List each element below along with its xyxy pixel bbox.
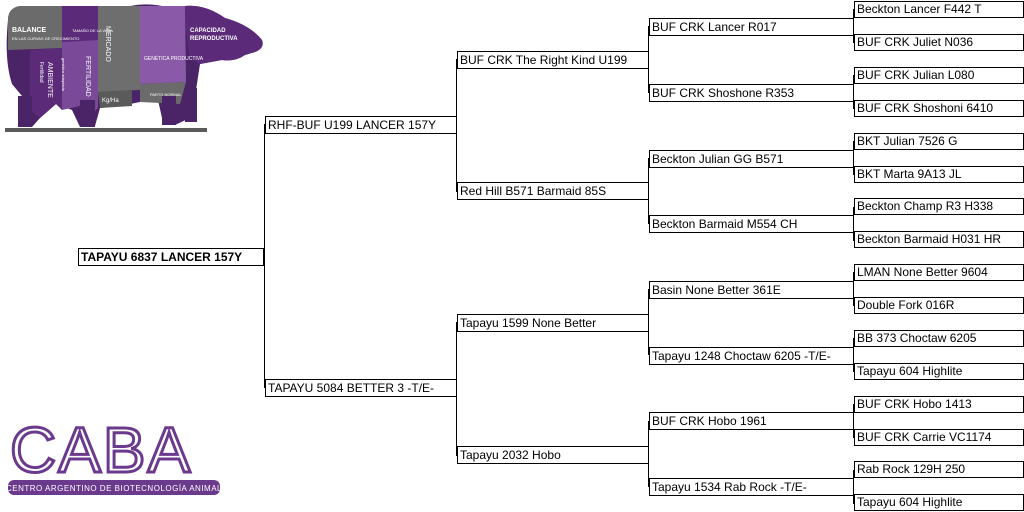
logo-kgha-text: Kg/Ha — [102, 98, 119, 104]
pedigree-dd: Tapayu 2032 Hobo — [457, 446, 649, 464]
pedigree-g4-9: Double Fork 016R — [854, 297, 1024, 314]
pedigree-g4-8: LMAN None Better 9604 — [854, 264, 1024, 281]
pedigree-g4-10: BB 373 Choctaw 6205 — [854, 330, 1024, 347]
logo-ambiente-sub-text: Fertilidad — [38, 62, 44, 83]
logo-fertilidad-text: FERTILIDAD — [84, 56, 91, 97]
caba-wordmark: CABA — [10, 414, 192, 486]
pedigree-g4-3: BUF CRK Shoshoni 6410 — [854, 100, 1024, 117]
logo-genetica-productiva-text: GENÉTICA PRODUCTIVA — [144, 55, 204, 62]
pedigree-g4-1: BUF CRK Juliet N036 — [854, 34, 1024, 51]
pedigree-sire: RHF-BUF U199 LANCER 157Y — [265, 116, 457, 134]
pedigree-g4-11: Tapayu 604 Highlite — [854, 363, 1024, 380]
logo-ambiente-text: AMBIENTE — [46, 62, 53, 98]
caba-logo: CABA CENTRO ARGENTINO DE BIOTECNOLOGÍA A… — [0, 410, 225, 500]
pedigree-g4-14: Rab Rock 129H 250 — [854, 461, 1024, 478]
pedigree-sss: BUF CRK Lancer R017 — [649, 18, 854, 36]
pedigree-g4-0: Beckton Lancer F442 T — [854, 1, 1024, 18]
logo-mercado-text: MERCADO — [104, 26, 111, 62]
logo-parto-text: PARTO NORMAL — [150, 92, 182, 97]
pedigree-g4-4: BKT Julian 7526 G — [854, 133, 1024, 150]
caba-logo-icon: CABA CENTRO ARGENTINO DE BIOTECNOLOGÍA A… — [6, 413, 222, 495]
pedigree-sd: Red Hill B571 Barmaid 85S — [457, 182, 649, 200]
logo-capacidad-text: CAPACIDAD — [190, 28, 226, 34]
caba-tagline: CENTRO ARGENTINO DE BIOTECNOLOGÍA ANIMAL — [6, 484, 222, 493]
pedigree-ssd: BUF CRK Shoshone R353 — [649, 84, 854, 102]
logo-tamano-text: TAMAÑO DE LA VACA — [72, 28, 113, 33]
pedigree-sds: Beckton Julian GG B571 — [649, 150, 854, 168]
pedigree-g4-6: Beckton Champ R3 H338 — [854, 198, 1024, 215]
cow-silhouette-icon: BALANCE EN LAS CURVAS DE CRECIMIENTO TAM… — [5, 4, 263, 132]
pedigree-sdd: Beckton Barmaid M554 CH — [649, 215, 854, 233]
pedigree-ss: BUF CRK The Right Kind U199 — [457, 51, 649, 69]
logo-balance-text: BALANCE — [12, 27, 47, 34]
pedigree-g4-2: BUF CRK Julian L080 — [854, 67, 1024, 84]
pedigree-ddd: Tapayu 1534 Rab Rock -T/E- — [649, 478, 854, 496]
pedigree-dam: TAPAYU 5084 BETTER 3 -T/E- — [265, 379, 457, 397]
pedigree-dss: Basin None Better 361E — [649, 281, 854, 299]
pedigree-g4-7: Beckton Barmaid H031 HR — [854, 231, 1024, 248]
logo-genetica-adaptada-text: genética adaptada — [61, 58, 66, 92]
pedigree-dds: BUF CRK Hobo 1961 — [649, 412, 854, 430]
pedigree-dsd: Tapayu 1248 Choctaw 6205 -T/E- — [649, 347, 854, 365]
puzzle-cow-logo: BALANCE EN LAS CURVAS DE CRECIMIENTO TAM… — [0, 0, 265, 135]
pedigree-root: TAPAYU 6837 LANCER 157Y — [78, 248, 264, 266]
logo-balance-sub-text: EN LAS CURVAS DE CRECIMIENTO — [12, 36, 79, 41]
logo-reproductiva-text: REPRODUCTIVA — [190, 36, 238, 42]
pedigree-ds: Tapayu 1599 None Better — [457, 314, 649, 332]
pedigree-g4-15: Tapayu 604 Highlite — [854, 494, 1024, 511]
pedigree-g4-5: BKT Marta 9A13 JL — [854, 166, 1024, 183]
pedigree-g4-13: BUF CRK Carrie VC1174 — [854, 429, 1024, 446]
pedigree-g4-12: BUF CRK Hobo 1413 — [854, 396, 1024, 413]
connector-root — [264, 124, 265, 388]
